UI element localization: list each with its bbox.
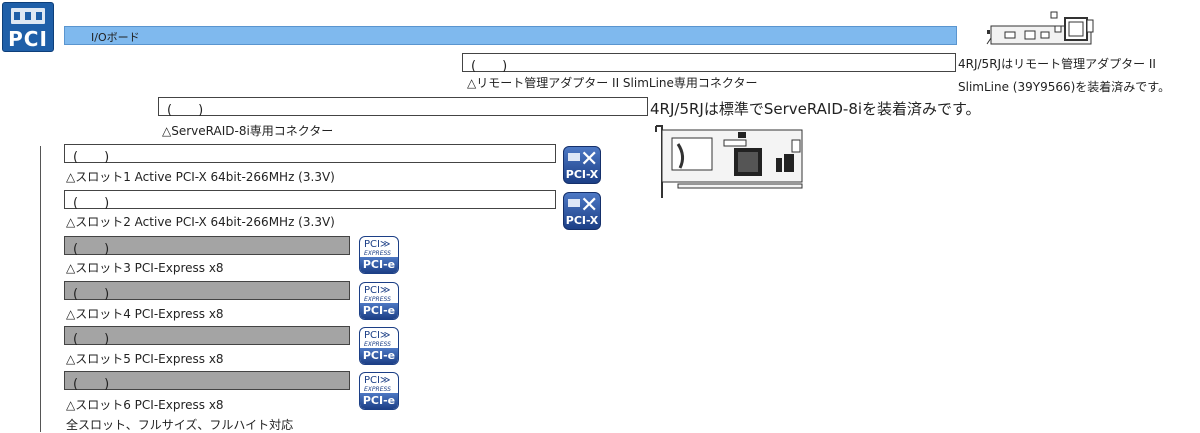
remote-adapter-note-2: SlimLine (39Y9566)を装着済みです。 bbox=[958, 80, 1171, 94]
slot-6-caption: △スロット6 PCI-Express x8 bbox=[66, 398, 224, 412]
remote-adapter-note-1: 4RJ/5RJはリモート管理アダプター II bbox=[958, 57, 1156, 71]
slot-5-box: ( ) bbox=[64, 326, 350, 347]
slot-4-box: ( ) bbox=[64, 281, 350, 302]
io-board-label: I/Oボード bbox=[91, 31, 140, 44]
pci-express-badge-icon: PCI≫EXPRESS PCI-e bbox=[359, 372, 399, 410]
serveraid-card-icon bbox=[655, 125, 803, 198]
serveraid-note: 4RJ/5RJは標準でServeRAID-8iを装着済みです。 bbox=[650, 100, 981, 118]
footer-note: 全スロット、フルサイズ、フルハイト対応 bbox=[66, 418, 294, 432]
pci-x-badge-icon: ✕PCI-X bbox=[563, 146, 601, 184]
serveraid-connector: ( ) bbox=[158, 97, 648, 118]
pci-x-badge-icon: ✕PCI-X bbox=[563, 192, 601, 230]
pci-logo-icon: PCI bbox=[2, 2, 54, 52]
slot-3-caption: △スロット3 PCI-Express x8 bbox=[66, 261, 224, 275]
remote-adapter-card-icon bbox=[986, 11, 1094, 45]
slot-1-box: ( ) bbox=[64, 144, 556, 165]
slot-6-box: ( ) bbox=[64, 371, 350, 392]
slot-3-box: ( ) bbox=[64, 236, 350, 257]
slot-2-caption: △スロット2 Active PCI-X 64bit-266MHz (3.3V) bbox=[66, 215, 335, 229]
slot-1-caption: △スロット1 Active PCI-X 64bit-266MHz (3.3V) bbox=[66, 170, 335, 184]
remote-adapter-connector: ( ) bbox=[462, 53, 956, 74]
slot-guide-line bbox=[40, 146, 41, 432]
io-board-bar: I/Oボード bbox=[64, 26, 957, 45]
pci-express-badge-icon: PCI≫EXPRESS PCI-e bbox=[359, 282, 399, 320]
slot-2-box: ( ) bbox=[64, 190, 556, 211]
pci-express-badge-icon: PCI≫EXPRESS PCI-e bbox=[359, 236, 399, 274]
serveraid-caption: △ServeRAID-8i専用コネクター bbox=[162, 124, 334, 138]
slot-5-caption: △スロット5 PCI-Express x8 bbox=[66, 352, 224, 366]
remote-adapter-caption: △リモート管理アダプター II SlimLine専用コネクター bbox=[467, 76, 758, 90]
slot-4-caption: △スロット4 PCI-Express x8 bbox=[66, 307, 224, 321]
pci-express-badge-icon: PCI≫EXPRESS PCI-e bbox=[359, 327, 399, 365]
